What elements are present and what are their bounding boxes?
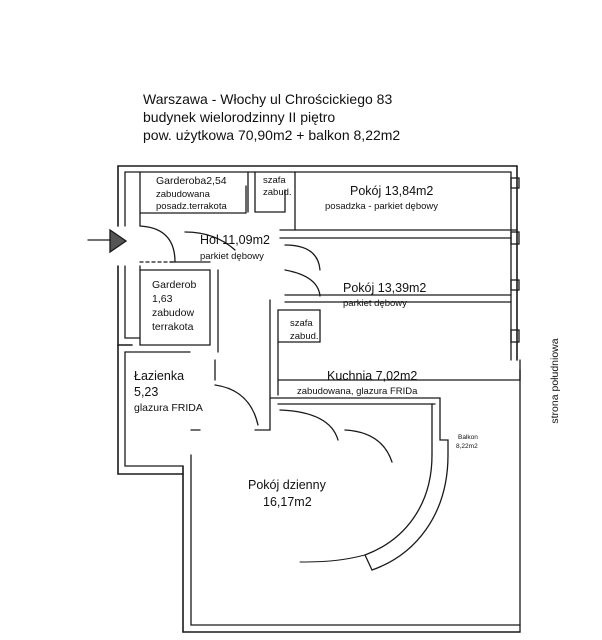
garderoba-built-in: zabudowana (156, 189, 210, 200)
doors (139, 225, 393, 463)
wardrobe-label-2: szafa (290, 318, 313, 329)
plan-header: Warszawa - Włochy ul Chrościckiego 83 bu… (143, 90, 400, 144)
garderoba-2-label: Garderob (152, 279, 197, 291)
bathroom-floor: glazura FRIDA (134, 402, 203, 414)
area-line: pow. użytkowa 70,90m2 + balkon 8,22m2 (143, 127, 401, 143)
address-line: Warszawa - Włochy ul Chrościckiego 83 (143, 91, 393, 107)
interior-walls (124, 171, 521, 456)
kitchen-label: Kuchnia 7,02m2 (327, 369, 418, 383)
room-1-floor: posadzka - parkiet dębowy (325, 201, 439, 212)
hall-floor: parkiet dębowy (200, 251, 264, 262)
bay-window (299, 454, 449, 571)
living-room-area: 16,17m2 (263, 495, 312, 509)
building-line: budynek wielorodzinny II piętro (143, 109, 336, 125)
wardrobe-built-in-1: zabud. (263, 187, 292, 198)
room-2-label: Pokój 13,39m2 (343, 281, 427, 295)
bathroom-label: Łazienka (134, 369, 185, 383)
garderoba-2-built-in: zabudow (152, 307, 195, 319)
room-2-floor: parkiet dębowy (343, 298, 407, 309)
outer-walls (117, 165, 521, 633)
wardrobe-built-in-2: zabud. (290, 331, 319, 342)
entrance-arrow-icon (87, 228, 128, 254)
living-room-label: Pokój dzienny (248, 478, 326, 492)
bathroom-area: 5,23 (134, 385, 159, 399)
garderoba-floor: posadz.terrakota (156, 201, 227, 212)
wardrobe-label-1: szafa (263, 175, 286, 186)
garderoba-2-floor: terrakota (152, 321, 194, 333)
balcony-area: 8,22m2 (456, 443, 478, 450)
garderoba-label: Garderoba2,54 (156, 175, 227, 187)
garderoba-2-area: 1,63 (152, 293, 173, 305)
room-1-label: Pokój 13,84m2 (350, 184, 434, 198)
hall-label: Hol 11,09m2 (200, 233, 270, 247)
balcony-label: Balkon (458, 434, 478, 441)
orientation-label: strona południowa (549, 338, 561, 424)
kitchen-floor: zabudowana, glazura FRIDa (297, 386, 418, 397)
